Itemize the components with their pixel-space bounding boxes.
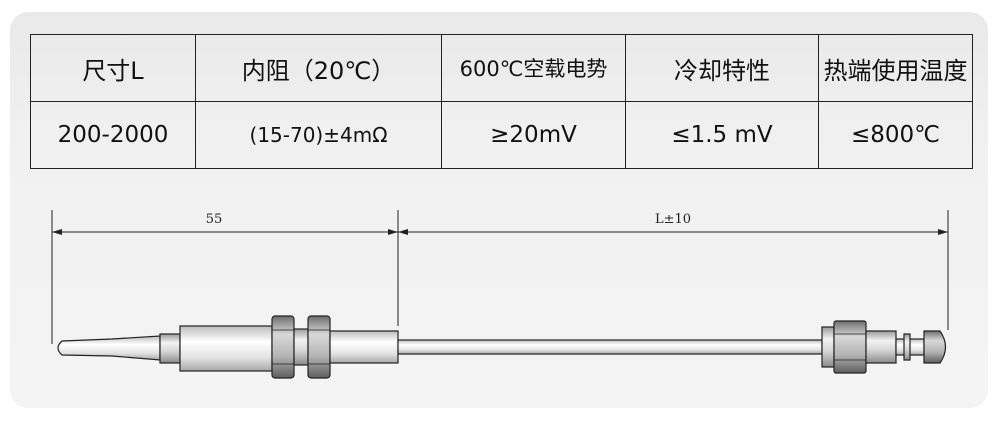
end-fitting-ring (821, 326, 835, 368)
header-size: 尺寸L (30, 34, 196, 102)
spec-table-value-row: 200-2000 (15-70)±4mΩ ≥20mV ≤1.5 mV ≤800℃ (30, 101, 973, 169)
value-emf: ≥20mV (441, 101, 626, 169)
value-size: 200-2000 (30, 101, 196, 169)
end-fitting-sleeve (865, 330, 897, 364)
body-tail (329, 330, 399, 364)
value-hot-end-temp: ≤800℃ (818, 101, 973, 169)
dimension-arrows (52, 229, 948, 235)
header-hot-end-temp: 热端使用温度 (818, 34, 973, 102)
arrow-left-start (52, 229, 62, 235)
arrow-left-end (388, 229, 398, 235)
connector-cap (923, 330, 947, 364)
hex-nut-1 (271, 315, 295, 379)
probe-collar (159, 333, 181, 364)
dimension-label-l: L±10 (655, 212, 691, 227)
thread-section (293, 328, 309, 366)
hex-nut-2 (307, 315, 331, 379)
header-cooling: 冷却特性 (625, 34, 819, 102)
dimension-lines (51, 210, 949, 344)
spec-table-header-row: 尺寸L 内阻（20℃） 600℃空载电势 冷却特性 热端使用温度 (30, 34, 973, 102)
arrow-right-end (938, 229, 948, 235)
value-resistance: (15-70)±4mΩ (195, 101, 442, 169)
spec-table: 尺寸L 内阻（20℃） 600℃空载电势 冷却特性 热端使用温度 200-200… (30, 34, 973, 169)
value-cooling: ≤1.5 mV (625, 101, 819, 169)
probe-tip (57, 335, 161, 361)
thermocouple-body (57, 315, 947, 379)
arrow-right-start (398, 229, 408, 235)
header-emf: 600℃空载电势 (441, 34, 626, 102)
dimension-label-55: 55 (206, 212, 223, 227)
connector-collar (903, 333, 911, 361)
end-fitting-nut (833, 320, 867, 374)
sheath-tube (397, 339, 823, 355)
mounting-body (179, 325, 273, 372)
